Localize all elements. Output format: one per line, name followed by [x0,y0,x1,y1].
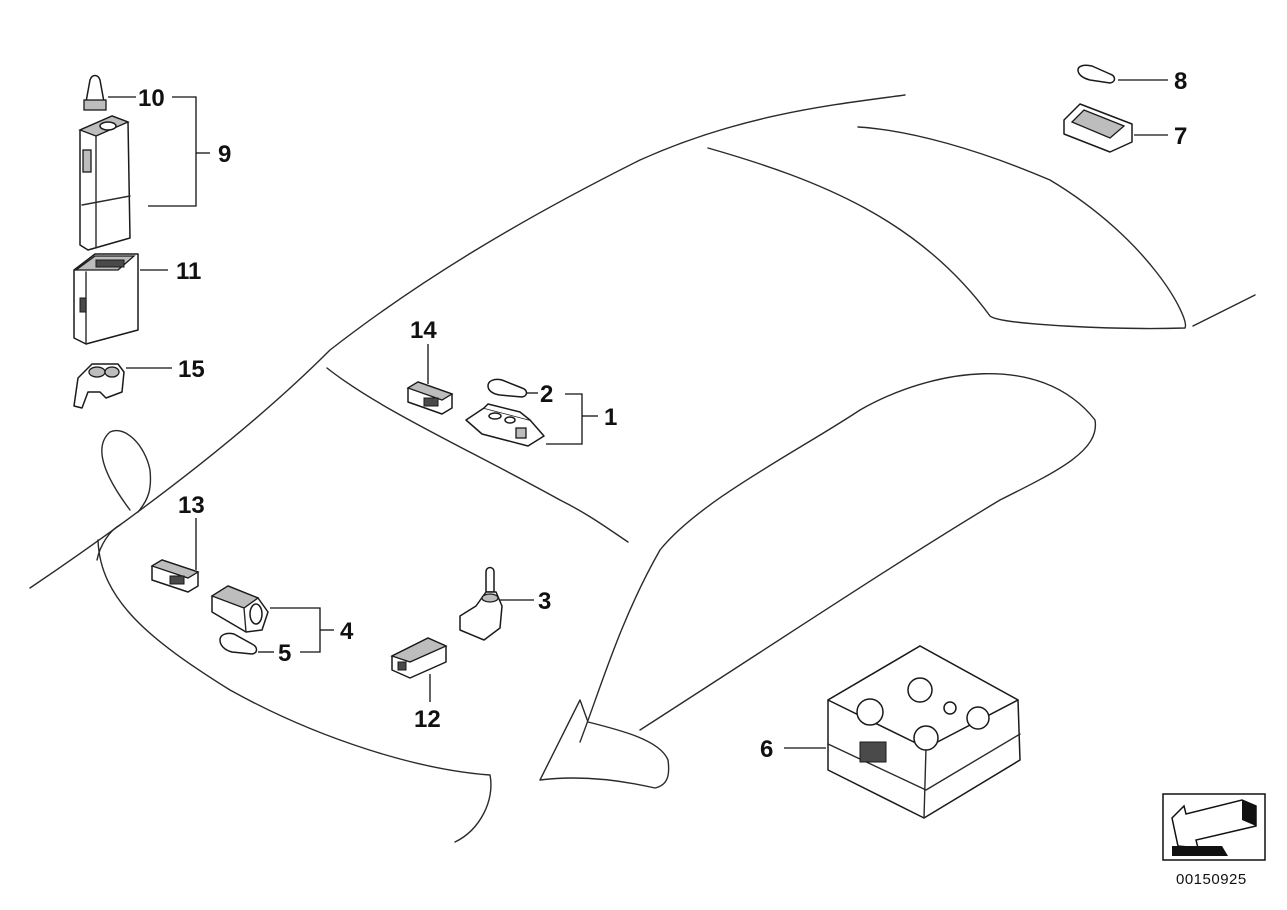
callout-14: 14 [410,317,437,344]
callout-8: 8 [1174,68,1187,95]
car-body-outline [29,94,1256,843]
callout-12: 12 [414,706,441,733]
connector-part-12 [390,637,448,702]
light-unit-part-4 [210,585,269,633]
socket-part-3 [459,566,534,641]
corner-arrow-icon [1162,793,1266,861]
bulb-part-10 [83,74,136,111]
callout-6: 6 [760,736,773,763]
bulb-kit-box-part-6 [784,645,1021,819]
switch-housing-part-11 [73,253,168,345]
document-number: 00150925 [1176,871,1247,888]
connector-part-14 [406,344,454,415]
clip-part-15 [73,363,172,409]
connector-part-13 [150,518,200,593]
callout-13: 13 [178,492,205,519]
interior-light-part-1 [465,403,545,447]
bracket-9 [148,96,197,207]
callout-9: 9 [218,141,231,168]
lamp-housing-part-9 [78,115,131,251]
callout-4: 4 [340,618,354,645]
bulb-part-2 [487,378,538,398]
callout-2: 2 [540,381,553,408]
callout-10: 10 [138,85,165,112]
callout-3: 3 [538,588,551,615]
bracket-1 [546,393,583,445]
callout-5: 5 [278,640,291,667]
bulb-part-8 [1077,64,1168,84]
callout-11: 11 [176,258,201,285]
callout-1: 1 [604,404,617,431]
lens-part-7 [1063,103,1168,153]
bulb-part-5 [219,632,274,655]
callout-15: 15 [178,356,205,383]
callout-7: 7 [1174,123,1187,150]
callout-labels: 1 2 3 4 5 6 7 8 9 10 11 12 13 14 15 [138,68,1187,763]
